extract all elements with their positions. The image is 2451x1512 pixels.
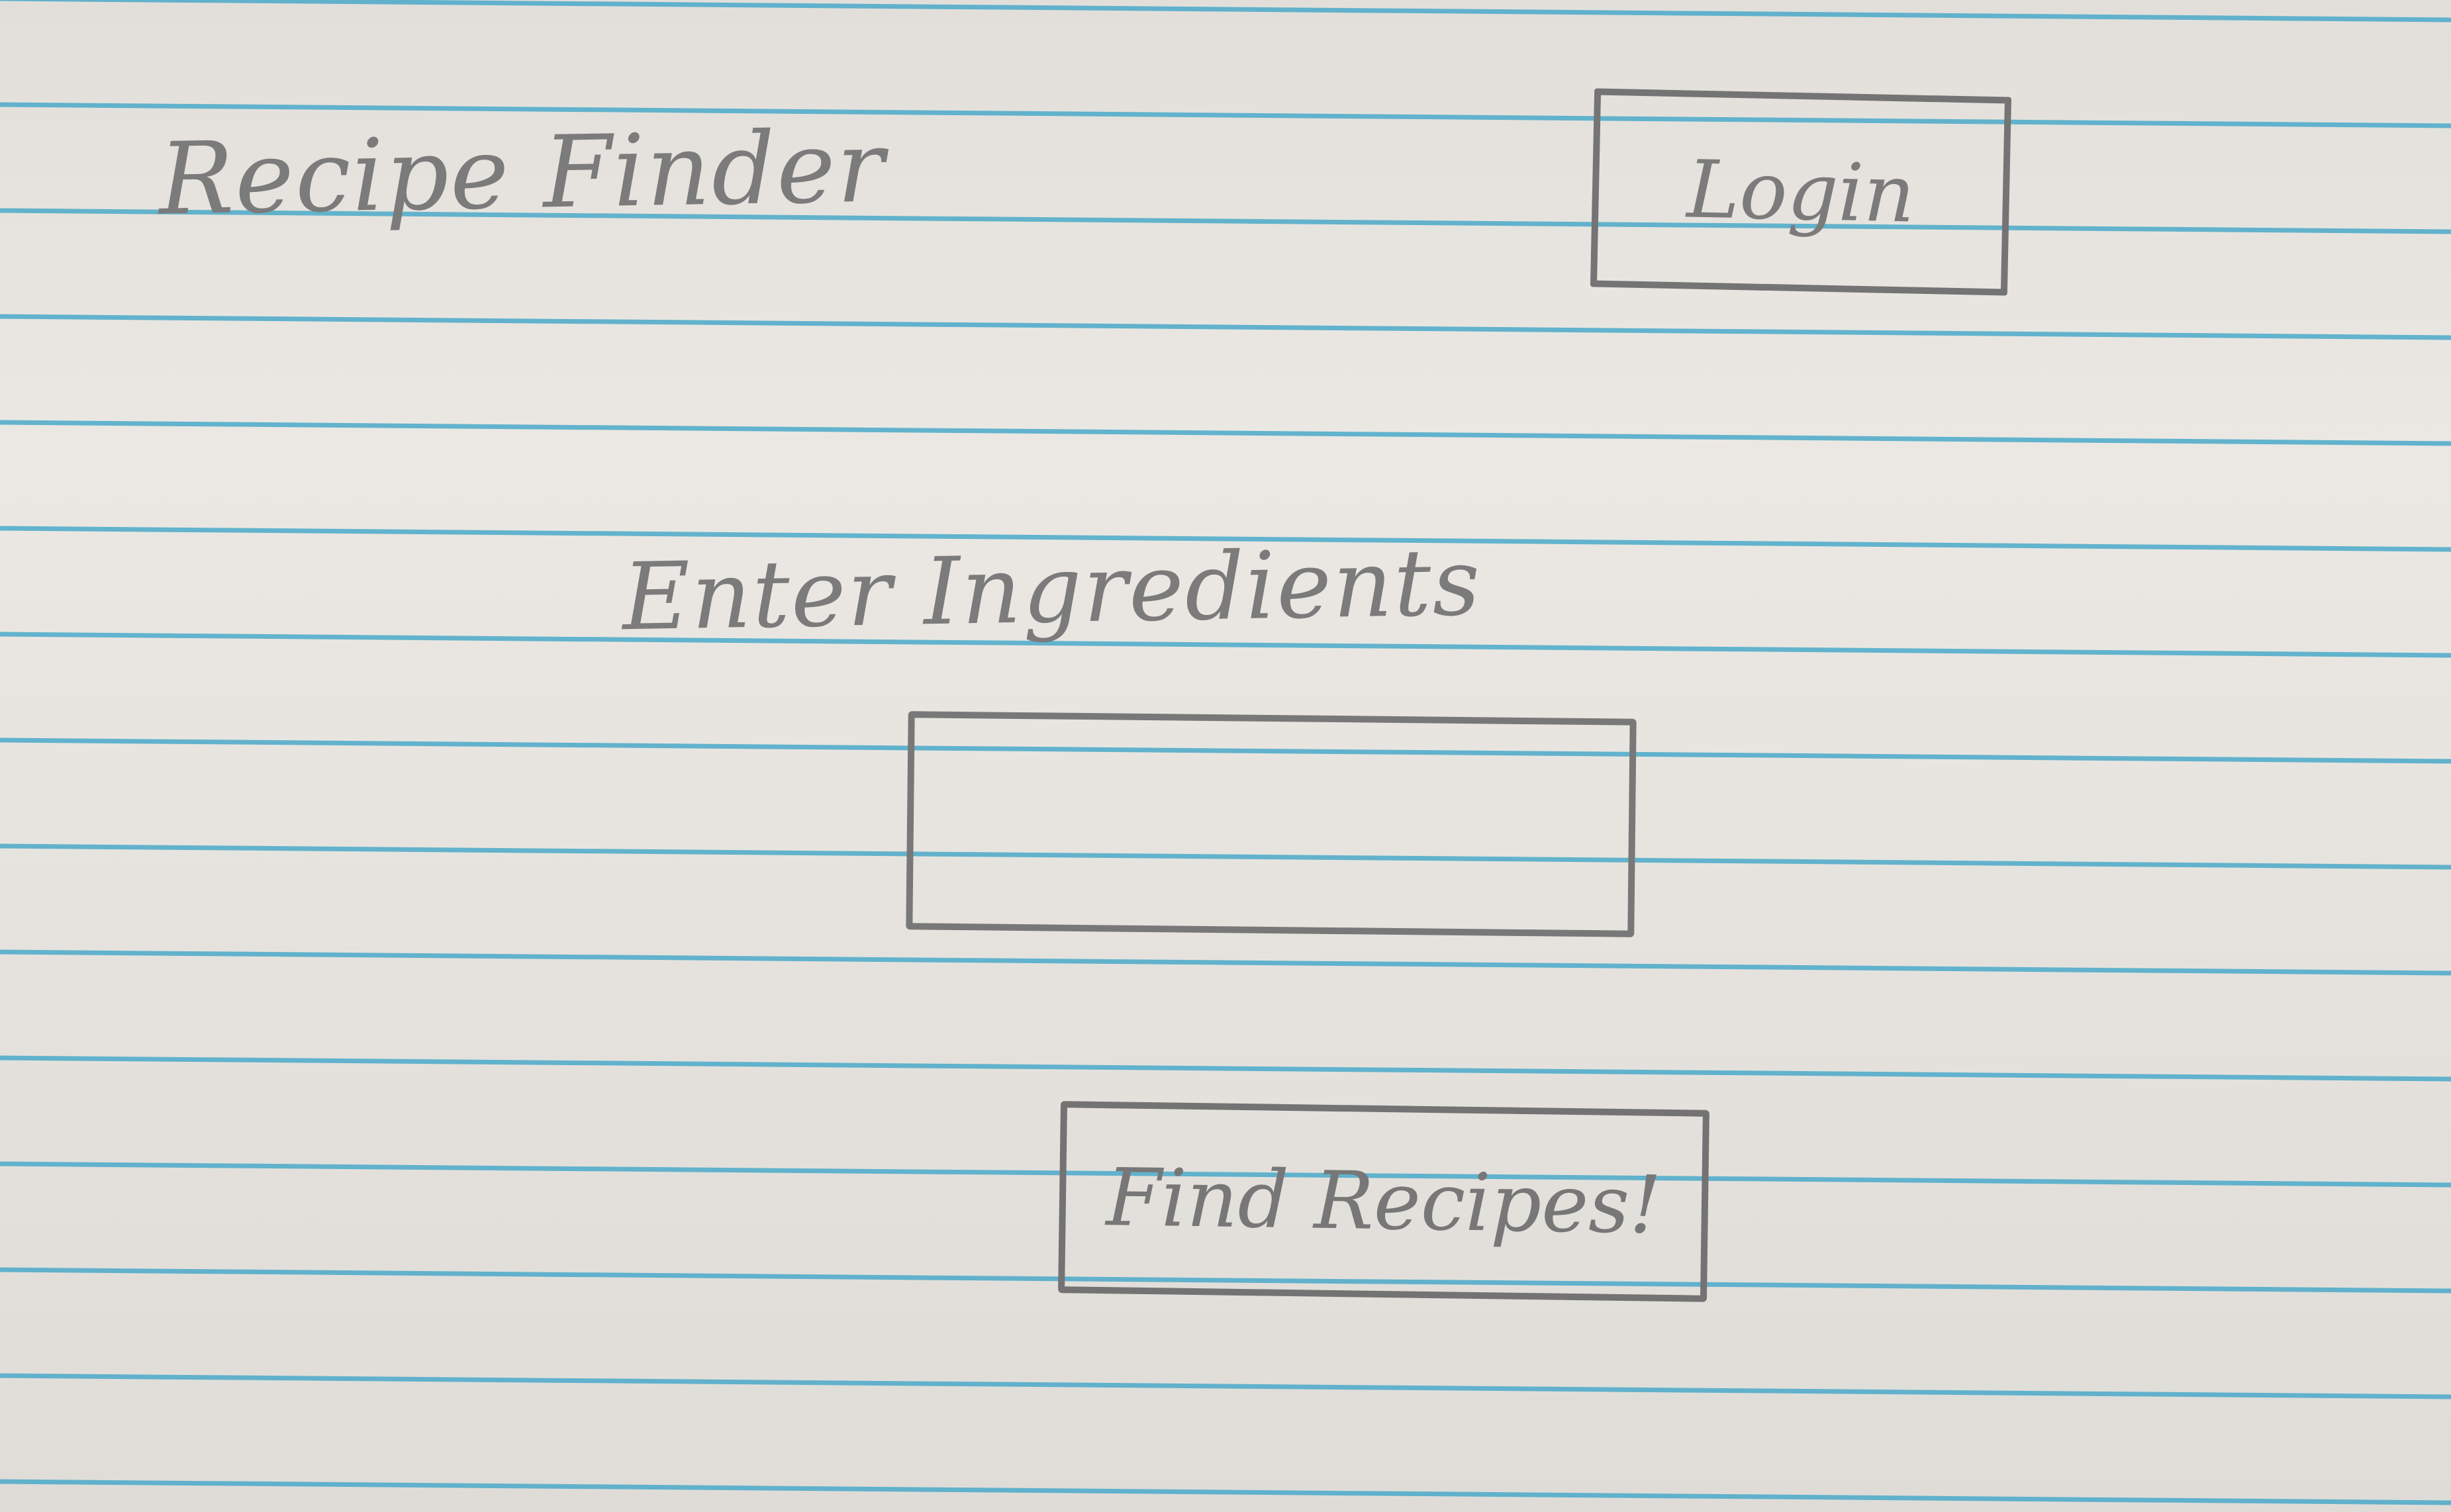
ruled-line: [0, 632, 2451, 658]
login-button-label: Login: [1686, 143, 1916, 241]
ruled-line: [0, 208, 2451, 234]
find-recipes-button[interactable]: Find Recipes!: [1058, 1101, 1709, 1302]
find-recipes-button-label: Find Recipes!: [1105, 1151, 1662, 1252]
ruled-line: [0, 314, 2451, 340]
app-title: Recipe Finder: [158, 109, 887, 238]
ruled-line: [0, 949, 2451, 976]
ingredients-input[interactable]: [906, 711, 1637, 937]
login-button[interactable]: Login: [1590, 88, 2012, 296]
ingredients-label: Enter Ingredients: [621, 528, 1482, 652]
ruled-line: [0, 1479, 2451, 1505]
ruled-line: [0, 1373, 2451, 1399]
ruled-line: [0, 1161, 2451, 1188]
ruled-line: [0, 526, 2451, 552]
ruled-line: [0, 1055, 2451, 1082]
ruled-line: [0, 0, 2451, 23]
ruled-line: [0, 102, 2451, 128]
ruled-line: [0, 420, 2451, 446]
ruled-line: [0, 1267, 2451, 1294]
